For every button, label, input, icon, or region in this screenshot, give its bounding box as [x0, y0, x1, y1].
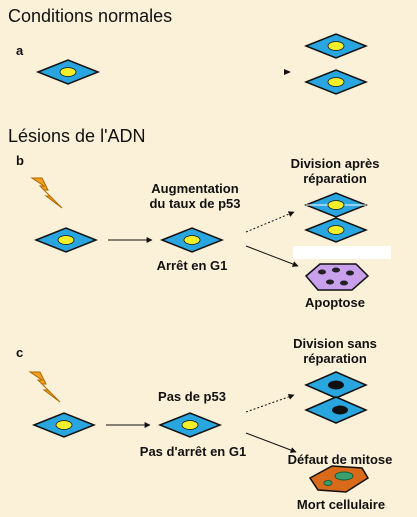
label-apoptosis: Apoptose: [305, 295, 365, 310]
divider-band: [293, 246, 391, 259]
arrow-c-division: [245, 393, 295, 413]
cell-b-arrested: [159, 227, 225, 253]
cell-b-apoptotic: [304, 263, 370, 291]
cell-b-repaired-1: [303, 192, 369, 218]
cell-a-parent: [35, 59, 101, 85]
label-no-g1-arrest: Pas d'arrêt en G1: [139, 444, 247, 459]
label-mitosis-defect: Défaut de mitose: [287, 452, 393, 467]
section-tag-a: a: [16, 43, 24, 58]
section-title-dna-damage: Lésions de l'ADN: [8, 126, 146, 146]
label-cell-death: Mort cellulaire: [296, 497, 386, 512]
arrow-b-apoptosis: [245, 245, 299, 267]
label-division-after-repair: Division après réparation: [290, 156, 380, 186]
cell-c-unarrested: [157, 412, 223, 438]
label-g1-arrest: Arrêt en G1: [156, 258, 228, 273]
label-p53-increase: Augmentation du taux de p53: [149, 181, 241, 211]
lightning-icon: [28, 371, 61, 403]
label-division-without-repair: Division sans réparation: [293, 336, 377, 366]
section-tag-b: b: [16, 153, 24, 168]
cell-c-dead: [308, 465, 370, 493]
arrow-tip-a: [284, 69, 291, 75]
cell-c-mutant-2: [304, 396, 368, 424]
arrow-c-mitosis-defect: [245, 432, 297, 453]
arrow-b-repair: [245, 211, 295, 233]
cell-c-parent: [31, 412, 97, 438]
lightning-icon: [30, 177, 63, 209]
cell-a-daughter-2: [303, 69, 369, 95]
label-no-p53: Pas de p53: [158, 389, 226, 404]
section-title-normal: Conditions normales: [8, 6, 173, 26]
cell-b-repaired-2: [303, 217, 369, 243]
cell-c-mutant-1: [304, 371, 368, 399]
cell-a-daughter-1: [303, 33, 369, 59]
cell-b-parent: [33, 227, 99, 253]
section-tag-c: c: [16, 345, 24, 360]
